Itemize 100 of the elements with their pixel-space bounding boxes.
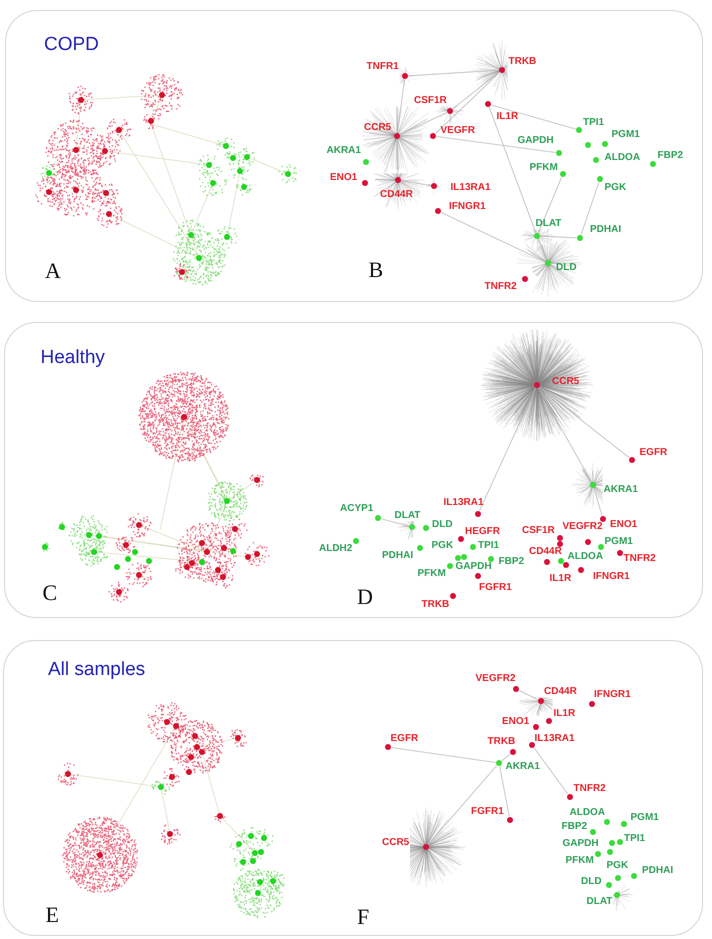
gene-label: ALDOA: [568, 552, 604, 562]
gene-label: AKRA1: [604, 484, 638, 494]
network-edge: [381, 518, 409, 526]
gene-label: TPI1: [583, 118, 604, 128]
gene-label: PGM1: [604, 536, 633, 546]
gene-label: PGM1: [630, 812, 659, 822]
gene-label: FBP2: [562, 822, 588, 832]
gene-label: AKRA1: [326, 146, 361, 156]
gene-label: PDHAI: [590, 224, 622, 234]
gene-label: ACYP1: [340, 504, 374, 514]
gene-label: PDHAI: [382, 550, 414, 560]
gene-label: PGM1: [612, 130, 640, 140]
gene-label: IL13RA1: [450, 182, 491, 192]
network-edge: [538, 388, 592, 482]
network-edge: [436, 136, 556, 153]
panel-letter: D: [357, 586, 373, 608]
gene-label: CSF1R: [522, 526, 555, 536]
gene-label: GAPDH: [456, 562, 492, 572]
gene-label: TNFR2: [624, 554, 656, 564]
gene-label: TPI1: [478, 540, 500, 550]
gene-label: PFKM: [566, 856, 594, 866]
gene-label: DLAT: [586, 896, 612, 906]
panel-title: All samples: [48, 660, 146, 679]
network-edge: [518, 690, 538, 700]
gene-label: FGFR1: [479, 582, 512, 592]
network-edge: [580, 182, 600, 236]
gene-label: AKRA1: [506, 762, 540, 772]
node-dot-icon: [584, 142, 590, 148]
gene-label: VEGFR2: [562, 522, 603, 532]
network-edge: [391, 747, 496, 763]
gene-label: IL13RA1: [534, 734, 575, 744]
network-edge: [538, 238, 548, 260]
panel-letter: F: [357, 906, 370, 928]
network-edge: [491, 104, 576, 130]
network-edge: [440, 212, 546, 262]
network-edge: [539, 386, 630, 458]
network-edge: [501, 754, 511, 762]
gene-label: CCR5: [364, 122, 392, 132]
gene-label: ALDH2: [319, 544, 352, 554]
gene-label: TNFR2: [484, 282, 517, 292]
gene-label: TNFR2: [574, 784, 606, 794]
gene-label: TNFR1: [366, 62, 399, 72]
network-edge: [400, 112, 448, 135]
gene-label: CCR5: [552, 376, 580, 386]
gene-label: CSF1R: [414, 96, 447, 106]
network-edge: [479, 388, 536, 512]
gene-label: IL1R: [550, 574, 572, 584]
gene-label: PFKM: [530, 162, 558, 172]
panel-letter: C: [42, 582, 58, 604]
gene-label: TRKB: [488, 736, 516, 746]
gene-label: IFNGR1: [449, 202, 486, 212]
gene-label: PFKM: [418, 568, 446, 578]
gene-label: TPI1: [624, 834, 646, 844]
gene-label: IL1R: [496, 112, 518, 122]
panel-card: [3, 640, 703, 936]
gene-label: ENO1: [330, 172, 358, 182]
gene-label: FBP2: [658, 150, 684, 160]
network-edge: [435, 72, 500, 134]
gene-label: EGFR: [390, 734, 418, 744]
gene-label: TRKB: [422, 600, 450, 610]
gene-label: CD44R: [544, 686, 577, 696]
gene-label: ENO1: [610, 520, 638, 530]
gene-label: GAPDH: [518, 136, 554, 146]
gene-label: FBP2: [498, 556, 524, 566]
panel-letter: B: [368, 259, 384, 281]
gene-label: IL1R: [554, 708, 576, 718]
gene-label: DLAT: [536, 218, 562, 228]
network-edge: [540, 236, 577, 238]
gene-label: CCR5: [382, 838, 410, 848]
gene-label: PGK: [432, 540, 454, 550]
gene-label: PGK: [606, 860, 628, 870]
network-edge: [488, 106, 536, 234]
network-edge: [401, 180, 431, 186]
gene-label: PDHAI: [642, 866, 674, 876]
gene-label: DLD: [432, 520, 453, 530]
panel-title: Healthy: [40, 348, 105, 367]
network-edge: [452, 72, 500, 110]
gene-label: EGFR: [640, 448, 668, 458]
panel-letter: E: [46, 904, 59, 926]
panel-title: COPD: [44, 35, 99, 54]
gene-label: VEGFR2: [476, 674, 516, 684]
gene-label: CD44R: [380, 190, 413, 200]
gene-label: ENO1: [502, 716, 530, 726]
network-edge: [428, 765, 498, 845]
network-edge: [396, 139, 398, 177]
gene-label: HEGFR: [465, 526, 500, 536]
gene-label: DLD: [581, 876, 602, 886]
gene-label: VEGFR: [440, 126, 475, 136]
node-dot-icon: [556, 540, 562, 546]
panel-card: [4, 322, 703, 618]
gene-label: IFNGR1: [593, 572, 630, 582]
gene-label: ALDOA: [604, 152, 640, 162]
network-edge: [538, 176, 562, 234]
gene-label: GAPDH: [562, 838, 599, 848]
network-edge: [534, 747, 568, 795]
network-edge: [594, 488, 602, 516]
panel-card: [5, 10, 703, 302]
gene-label: DLD: [556, 262, 577, 272]
gene-label: ALDOA: [570, 808, 606, 818]
network-edge: [408, 70, 499, 76]
